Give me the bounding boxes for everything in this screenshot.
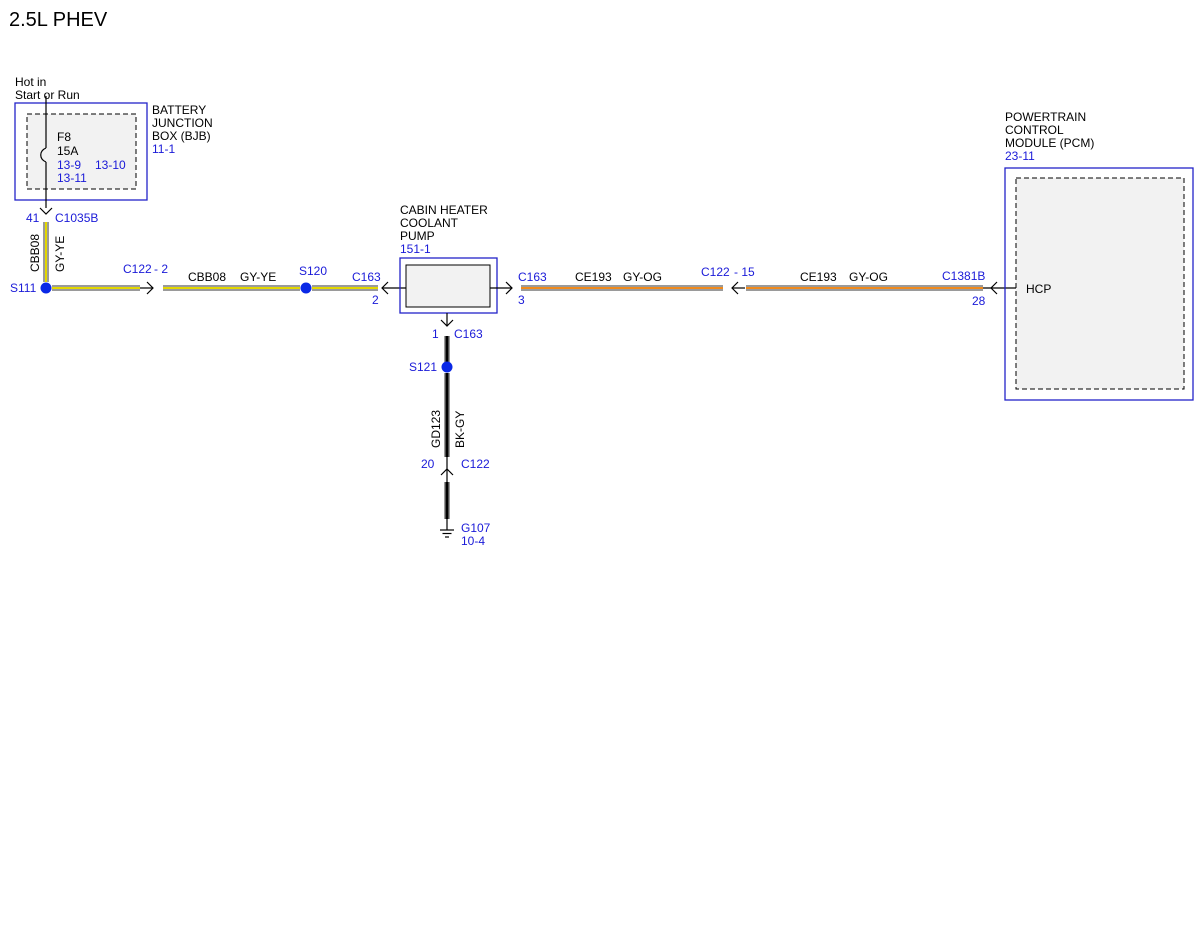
connector-label: C122 (123, 262, 152, 276)
wire-color-label: GY-YE (240, 270, 276, 284)
splice-label: S111 (10, 281, 37, 295)
battery-junction-box[interactable]: Hot in Start or Run BATTERY JUNCTION BOX… (14, 75, 213, 208)
connector-label: C122 (461, 457, 490, 471)
fuse-ref: 13-10 (95, 158, 126, 172)
connector-pin: 28 (972, 294, 986, 308)
bjb-name: BOX (BJB) (152, 129, 211, 143)
wire-circuit-label: CE193 (800, 270, 837, 284)
splice-s120[interactable] (300, 282, 312, 294)
connector-label: C1381B (942, 269, 985, 283)
connector-chevron-icon (440, 319, 454, 327)
connector-chevron-icon (39, 207, 53, 215)
wire-circuit-label: CBB08 (28, 234, 42, 272)
wire-color-label: BK-GY (453, 411, 467, 448)
cabin-heater-coolant-pump[interactable]: CABIN HEATER COOLANT PUMP 151-1 (399, 203, 498, 314)
powertrain-control-module[interactable]: POWERTRAIN CONTROL MODULE (PCM) 23-11 HC… (1004, 110, 1194, 401)
bjb-name: JUNCTION (152, 116, 213, 130)
bjb-inner-area (26, 113, 137, 190)
wire-circuit-label: CE193 (575, 270, 612, 284)
bjb-name: BATTERY (152, 103, 206, 117)
connector-label: C1035B (55, 211, 98, 225)
ground-icon (440, 519, 454, 538)
pcm-inner-area (1015, 177, 1185, 390)
wire-color-label: GY-OG (623, 270, 662, 284)
bjb-ref: 11-1 (152, 142, 175, 156)
wire-color-label: GY-YE (53, 236, 67, 272)
ground-label: G107 (461, 521, 491, 535)
page-title: 2.5L PHEV (9, 9, 108, 31)
pcm-pin-label: HCP (1026, 282, 1051, 296)
fuse-id: F8 (57, 130, 71, 144)
splice-s111[interactable] (40, 282, 52, 294)
connector-pin: 2 (372, 293, 379, 307)
splice-label: S120 (299, 264, 327, 278)
pump-name: PUMP (400, 229, 435, 243)
pump-name: COOLANT (400, 216, 459, 230)
pump-ref: 151-1 (400, 242, 431, 256)
bjb-outline (14, 102, 148, 201)
wire-color-label: GY-OG (849, 270, 888, 284)
pump-outline (399, 257, 498, 314)
ground-ref: 10-4 (461, 534, 485, 548)
pcm-name: MODULE (PCM) (1005, 136, 1094, 150)
connector-pin: 1 (432, 327, 439, 341)
fuse-ref: 13-11 (57, 171, 87, 185)
connector-pin: 20 (421, 457, 435, 471)
fuse-ref: 13-9 (57, 158, 81, 172)
pcm-name: CONTROL (1005, 123, 1064, 137)
connector-label: C163 (518, 270, 547, 284)
connector-pin: - 2 (154, 262, 168, 276)
power-note: Start or Run (15, 88, 80, 102)
splice-label: S121 (409, 360, 437, 374)
pump-body (405, 264, 491, 308)
fuse-rating: 15A (57, 144, 78, 158)
connector-label: C163 (454, 327, 483, 341)
connector-label: C122 (701, 265, 730, 279)
connector-pin: - 15 (734, 265, 755, 279)
pcm-name: POWERTRAIN (1005, 110, 1086, 124)
connector-pin: 41 (26, 211, 40, 225)
power-note: Hot in (15, 75, 46, 89)
pcm-outline (1004, 167, 1194, 401)
connector-chevron-icon (505, 281, 513, 295)
pump-name: CABIN HEATER (400, 203, 488, 217)
wire-circuit-label: GD123 (429, 410, 443, 448)
fuse-icon (40, 147, 47, 163)
connector-label: C163 (352, 270, 381, 284)
pcm-ref: 23-11 (1005, 149, 1035, 163)
splice-s121[interactable] (441, 361, 453, 373)
wire-circuit-label: CBB08 (188, 270, 226, 284)
connector-pin: 3 (518, 293, 525, 307)
